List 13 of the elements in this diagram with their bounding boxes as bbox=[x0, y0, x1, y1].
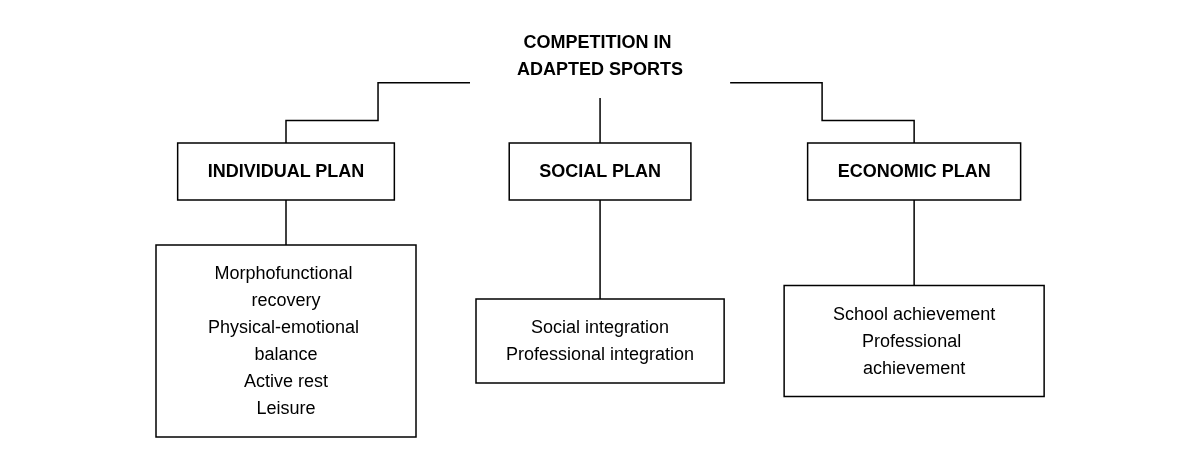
connector bbox=[729, 81, 915, 144]
node-text: COMPETITION IN ADAPTED SPORTS bbox=[516, 31, 684, 79]
connector bbox=[599, 96, 601, 144]
node-box: Morphofunctional recovery Physical-emotional balance Active rest Leisure bbox=[155, 243, 417, 438]
node-box: SOCIAL PLAN bbox=[508, 141, 692, 201]
node-box: Social integration Professional integration bbox=[475, 297, 725, 384]
connector bbox=[599, 198, 601, 300]
node-box: INDIVIDUAL PLAN bbox=[176, 141, 396, 201]
node-box: ECONOMIC PLAN bbox=[806, 141, 1022, 201]
node-box: School achievement Professional achievement bbox=[783, 284, 1045, 397]
connector bbox=[285, 198, 287, 246]
connector bbox=[913, 198, 915, 286]
connector bbox=[285, 81, 471, 144]
